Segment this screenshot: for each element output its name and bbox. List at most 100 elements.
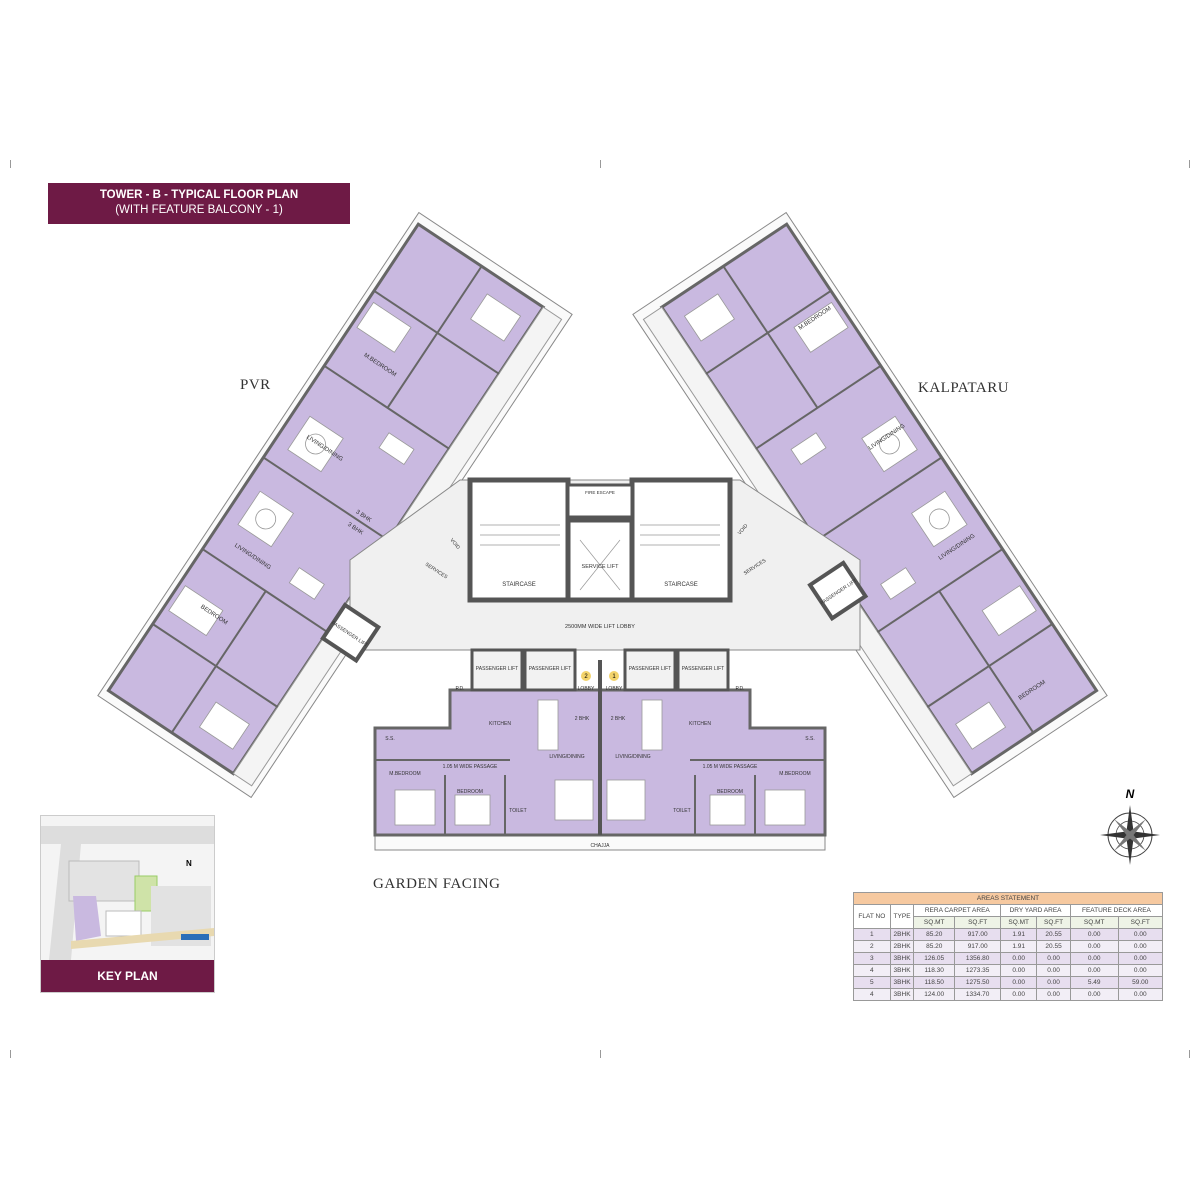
room-label: LIVING/DINING [549, 754, 584, 760]
table-cell: 0.00 [1000, 952, 1038, 965]
room-label: 1.05 M WIDE PASSAGE [703, 764, 758, 770]
table-cell: 118.50 [913, 976, 956, 989]
passenger-lift-label: PASSENGER LIFT [529, 666, 571, 672]
column-header: TYPE [889, 904, 915, 929]
title-line-2: (WITH FEATURE BALCONY - 1) [115, 204, 283, 216]
table-cell: 0.00 [1036, 952, 1071, 965]
table-cell: 0.00 [1000, 976, 1038, 989]
table-cell: 5 [853, 976, 891, 989]
service-lift-label: SERVICE LIFT [582, 564, 620, 570]
column-header: DRY YARD AREA [1000, 904, 1071, 917]
table-cell: 0.00 [1117, 928, 1163, 941]
passenger-lifts [470, 648, 730, 692]
room-label: KITCHEN [489, 721, 511, 727]
staircase-label: STAIRCASE [502, 582, 536, 588]
key-plan-map: N [41, 826, 214, 960]
room-label: M.BEDROOM [779, 771, 810, 777]
room-label: TOILET [673, 808, 690, 814]
table-cell: 3BHK [889, 952, 915, 965]
crop-mark [600, 1050, 601, 1058]
fire-escape-label: FIRE ESCAPE [585, 490, 615, 495]
room-label: TOILET [509, 808, 526, 814]
room-label: M.BEDROOM [389, 771, 420, 777]
room-label: S.S. [805, 736, 814, 742]
column-subheader: SQ.MT [913, 916, 956, 929]
column-subheader: SQ.FT [954, 916, 1002, 929]
key-plan: N KEY PLAN [40, 815, 215, 993]
plan-title: TOWER - B - TYPICAL FLOOR PLAN (WITH FEA… [48, 183, 350, 224]
table-cell: 0.00 [1069, 928, 1119, 941]
left-wing: M.BEDROOM LIVING/DINING LIVING/DINING BE… [96, 211, 574, 799]
passenger-lift-label: PASSENGER LIFT [629, 666, 671, 672]
flat-number-badge [581, 671, 591, 681]
north-label: N [1126, 787, 1135, 801]
room-label: LOBBY [578, 686, 595, 692]
svg-text:1: 1 [612, 674, 616, 680]
table-cell: 0.00 [1000, 988, 1038, 1001]
table-cell: 4 [853, 988, 891, 1001]
crop-mark [1189, 1050, 1190, 1058]
table-cell: 2 [853, 940, 891, 953]
table-cell: 1273.35 [954, 964, 1002, 977]
crop-mark [1189, 160, 1190, 168]
flat-type-label: 2 BHK [611, 716, 626, 722]
table-cell: 0.00 [1069, 964, 1119, 977]
room-label: BEDROOM [457, 789, 483, 795]
passenger-lift-label: PASSENGER LIFT [682, 666, 724, 672]
table-cell: 917.00 [954, 940, 1002, 953]
room-label: P.D. [455, 686, 464, 692]
staircase-left [467, 477, 571, 603]
table-cell: 1275.50 [954, 976, 1002, 989]
flat-type-label: 2 BHK [575, 716, 590, 722]
room-label: LOBBY [606, 686, 623, 692]
table-cell: 5.49 [1069, 976, 1119, 989]
table-cell: 118.30 [913, 964, 956, 977]
column-subheader: SQ.FT [1036, 916, 1071, 929]
passenger-lift-left-wing: PASSENGER LIFT [320, 602, 382, 664]
service-lift [565, 517, 635, 603]
table-cell: 0.00 [1117, 964, 1163, 977]
room-label: S.S. [385, 736, 394, 742]
room-label: BEDROOM [717, 789, 743, 795]
table-cell: 0.00 [1069, 988, 1119, 1001]
table-cell: 1356.80 [954, 952, 1002, 965]
compass: N [1100, 787, 1160, 865]
table-cell: 2BHK [889, 940, 915, 953]
table-cell: 0.00 [1036, 964, 1071, 977]
crop-mark [600, 160, 601, 168]
passenger-lift-label: PASSENGER LIFT [476, 666, 518, 672]
column-subheader: SQ.MT [1000, 916, 1038, 929]
lift-lobby-label: 2500MM WIDE LIFT LOBBY [565, 624, 635, 630]
table-cell: 1334.70 [954, 988, 1002, 1001]
table-cell: 3BHK [889, 976, 915, 989]
staircase-label: STAIRCASE [664, 582, 698, 588]
table-cell: 0.00 [1117, 940, 1163, 953]
table-cell: 1.91 [1000, 940, 1038, 953]
svg-text:2: 2 [584, 674, 588, 680]
table-cell: 124.00 [913, 988, 956, 1001]
column-header: FLAT NO [853, 904, 891, 929]
room-label: KITCHEN [689, 721, 711, 727]
table-cell: 0.00 [1036, 988, 1071, 1001]
table-cell: 4 [853, 964, 891, 977]
column-header: RERA CARPET AREA [913, 904, 1002, 917]
areas-statement-table: AREAS STATEMENT FLAT NO TYPE RERA CARPET… [853, 892, 1164, 1001]
key-plan-label: KEY PLAN [41, 960, 214, 992]
table-cell: 126.05 [913, 952, 956, 965]
room-label: P.D. [735, 686, 744, 692]
crop-mark [10, 1050, 11, 1058]
table-cell: 0.00 [1117, 952, 1163, 965]
table-cell: 1 [853, 928, 891, 941]
table-cell: 3BHK [889, 964, 915, 977]
table-cell: 917.00 [954, 928, 1002, 941]
table-cell: 0.00 [1117, 988, 1163, 1001]
table-cell: 3BHK [889, 988, 915, 1001]
table-cell: 1.91 [1000, 928, 1038, 941]
table-cell: 59.00 [1117, 976, 1163, 989]
